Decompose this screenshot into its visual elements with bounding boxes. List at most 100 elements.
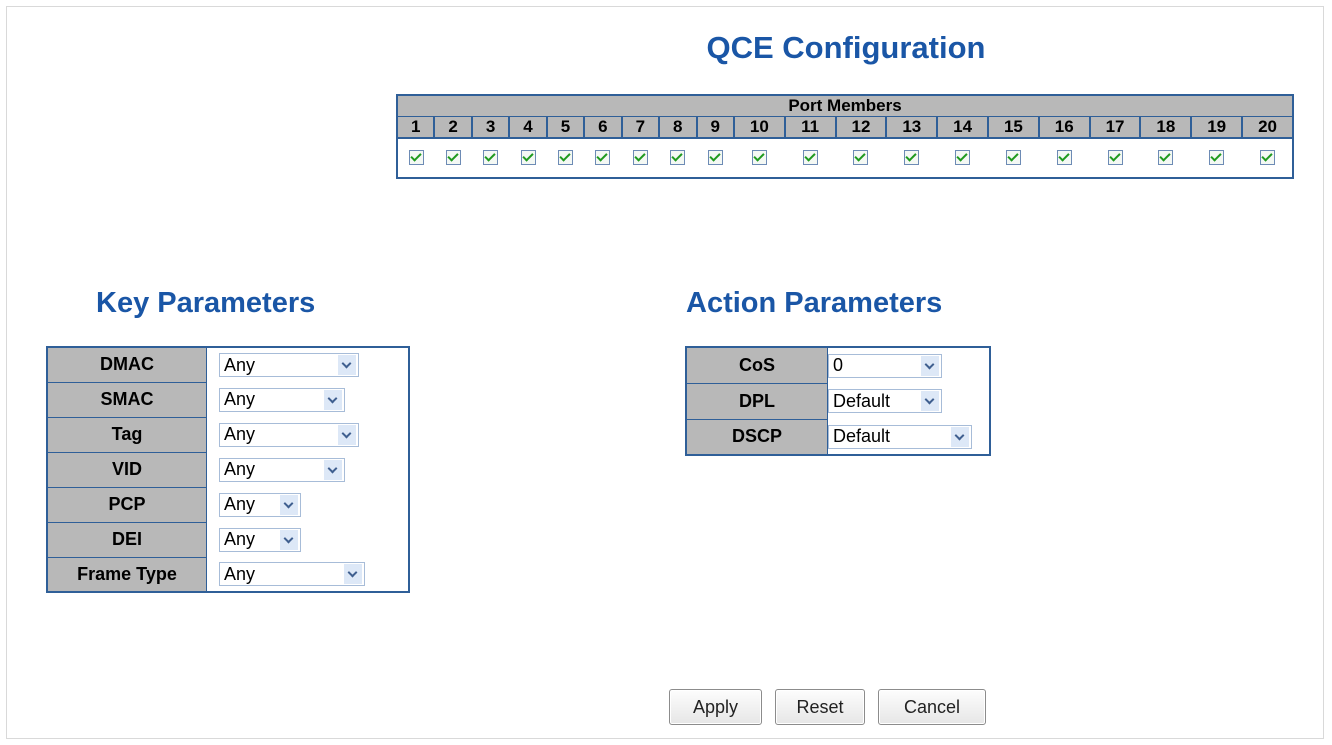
port-members-header: Port Members	[397, 95, 1293, 117]
param-row-dscp: DSCP Default	[685, 418, 990, 456]
port-number: 18	[1139, 116, 1193, 139]
port-member-checkbox-8[interactable]	[670, 150, 686, 166]
port-number: 14	[936, 116, 989, 139]
port-cell	[1038, 138, 1090, 178]
smac-select[interactable]: Any	[219, 387, 345, 412]
port-member-checkbox-14[interactable]	[955, 150, 971, 166]
port-cell	[397, 138, 435, 178]
port-member-checkbox-15[interactable]	[1005, 150, 1021, 166]
param-label: CoS	[685, 346, 828, 384]
key-parameters-table: DMAC Any SMAC Any Tag Any VID	[46, 346, 410, 593]
port-member-checkbox-12[interactable]	[853, 150, 869, 166]
select-value: 0	[833, 355, 844, 375]
param-row-vid: VID Any	[46, 451, 409, 488]
param-label: SMAC	[46, 381, 207, 418]
select-value: Any	[224, 459, 256, 479]
pcp-select[interactable]: Any	[219, 492, 301, 517]
port-cell	[835, 138, 887, 178]
param-row-smac: SMAC Any	[46, 381, 409, 418]
dscp-select[interactable]: Default	[828, 424, 972, 449]
port-number: 11	[783, 116, 837, 139]
port-member-checkbox-3[interactable]	[483, 150, 499, 166]
param-value-cell: Any	[206, 417, 409, 452]
dei-select[interactable]: Any	[219, 527, 301, 552]
port-number: 17	[1088, 116, 1142, 139]
select-value: Any	[224, 354, 256, 375]
reset-button[interactable]: Reset	[775, 689, 865, 725]
port-member-checkbox-4[interactable]	[520, 150, 536, 166]
chevron-down-icon	[338, 424, 356, 445]
param-row-frame-type: Frame Type Any	[46, 556, 409, 593]
port-member-checkbox-2[interactable]	[445, 150, 461, 166]
param-value-cell: Default	[827, 383, 990, 419]
dmac-select[interactable]: Any	[219, 353, 359, 377]
param-label: DMAC	[46, 346, 207, 383]
port-member-checkbox-6[interactable]	[595, 150, 611, 166]
port-number: 19	[1190, 116, 1244, 139]
port-number-row: 1 2 3 4 5 6 7 8 9 10 11 12 13 14 15 16 1…	[395, 116, 1294, 139]
port-number: 9	[695, 116, 735, 139]
param-row-tag: Tag Any	[46, 416, 409, 453]
apply-button[interactable]: Apply	[669, 689, 762, 725]
port-members-table: Port Members 1 2 3 4 5 6 7 8 9 10 11 12 …	[395, 94, 1294, 179]
port-member-checkbox-19[interactable]	[1209, 150, 1225, 166]
param-value-cell: Any	[206, 557, 409, 592]
port-number: 7	[620, 116, 661, 139]
param-row-dei: DEI Any	[46, 521, 409, 558]
port-cell	[1242, 138, 1293, 178]
chevron-down-icon	[951, 426, 969, 447]
tag-select[interactable]: Any	[219, 422, 359, 447]
port-checkbox-row	[397, 138, 1293, 178]
param-value-cell: Any	[206, 487, 409, 522]
port-number: 16	[1037, 116, 1091, 139]
port-member-checkbox-20[interactable]	[1259, 150, 1275, 166]
param-value-cell: Any	[206, 522, 409, 557]
port-cell	[1140, 138, 1192, 178]
port-member-checkbox-17[interactable]	[1107, 150, 1123, 166]
port-cell	[471, 138, 510, 178]
chevron-down-icon	[324, 389, 342, 410]
action-parameters-table: CoS 0 DPL Default DSCP Default	[685, 346, 991, 456]
cancel-button[interactable]: Cancel	[878, 689, 986, 725]
port-member-checkbox-5[interactable]	[557, 150, 573, 166]
port-cell	[886, 138, 938, 178]
port-cell	[988, 138, 1039, 178]
frame-type-select[interactable]: Any	[219, 562, 365, 586]
chevron-down-icon	[324, 459, 342, 480]
port-member-checkbox-1[interactable]	[408, 150, 424, 166]
cos-select[interactable]: 0	[828, 353, 942, 378]
port-number: 2	[433, 116, 473, 139]
port-member-checkbox-10[interactable]	[751, 150, 767, 166]
port-cell	[1191, 138, 1243, 178]
select-value: Any	[224, 424, 256, 444]
port-member-checkbox-13[interactable]	[904, 150, 920, 166]
vid-select[interactable]: Any	[219, 457, 345, 482]
param-row-dmac: DMAC Any	[46, 346, 409, 383]
port-member-checkbox-11[interactable]	[802, 150, 818, 166]
port-number: 10	[732, 116, 786, 139]
port-number: 15	[987, 116, 1040, 139]
select-value: Any	[224, 494, 256, 514]
port-number: 3	[470, 116, 511, 139]
port-number: 4	[508, 116, 548, 139]
dpl-select[interactable]: Default	[828, 389, 942, 413]
chevron-down-icon	[280, 494, 298, 515]
chevron-down-icon	[280, 529, 298, 550]
port-cell	[509, 138, 547, 178]
port-member-checkbox-18[interactable]	[1158, 150, 1174, 166]
port-number: 5	[545, 116, 586, 139]
port-number: 1	[395, 116, 436, 139]
port-cell	[937, 138, 988, 178]
port-member-checkbox-16[interactable]	[1056, 150, 1072, 166]
port-number: 20	[1241, 116, 1294, 139]
chevron-down-icon	[338, 355, 356, 375]
port-number: 12	[834, 116, 888, 139]
param-label: VID	[46, 451, 207, 488]
param-label: Frame Type	[46, 556, 207, 593]
port-member-checkbox-7[interactable]	[632, 150, 648, 166]
page-title: QCE Configuration	[706, 30, 986, 65]
key-parameters-title: Key Parameters	[96, 287, 316, 319]
port-cell	[733, 138, 785, 178]
port-member-checkbox-9[interactable]	[707, 150, 723, 166]
param-label: DSCP	[685, 418, 828, 456]
